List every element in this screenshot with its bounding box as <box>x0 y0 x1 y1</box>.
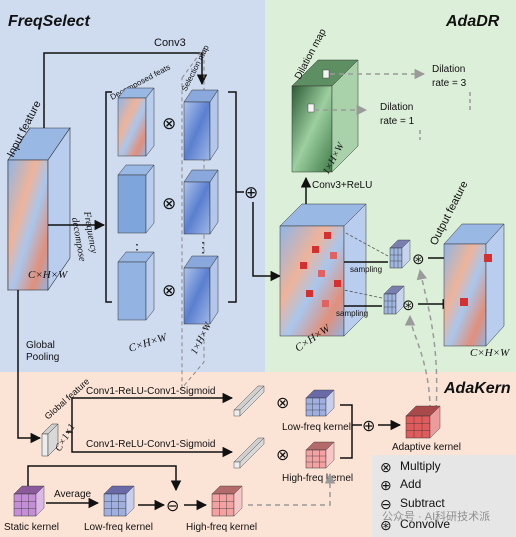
legend-subtract-symbol: ⊖ <box>380 496 392 512</box>
selection-map-3 <box>183 255 219 325</box>
low-freq-kernel-label-2: Low-freq kernel <box>84 522 153 533</box>
legend-multiply-label: Multiply <box>400 459 441 473</box>
decomposed-feat-2 <box>117 164 155 234</box>
freqselect-output-path <box>252 202 282 282</box>
conv3-path <box>43 52 208 128</box>
input-chw-label: C×H×W <box>28 269 68 281</box>
global-pooling-label-2: Pooling <box>26 352 59 363</box>
decomposed-feat-3 <box>117 251 155 321</box>
input-feature-block <box>7 127 71 291</box>
high-freq-kernel-top <box>305 441 335 469</box>
high-freq-kernel-label-2: High-freq kernel <box>186 522 257 533</box>
adakern-title: AdaKern <box>443 380 511 397</box>
sum-bracket <box>228 91 237 303</box>
selection-map-frame <box>181 46 205 390</box>
sampling-grid-1 <box>389 239 411 269</box>
adaptive-kernel-label: Adaptive kernel <box>392 442 461 453</box>
dilation-map-block <box>291 59 359 173</box>
conv-seq-2-label: Conv1-ReLU-Conv1-Sigmoid <box>86 439 216 450</box>
conv3-relu-label: Conv3+ReLU <box>312 180 372 191</box>
multiply-symbol-3: ⊗ <box>162 281 176 300</box>
watermark: 公众号 · AI科研技术派 <box>382 509 490 523</box>
center-feature-block <box>279 203 367 337</box>
global-pooling-path <box>17 290 42 444</box>
legend-convolve-symbol: ⊛ <box>380 517 392 533</box>
decomposed-feat-1 <box>117 87 155 157</box>
legend-convolve-label: Convolve <box>400 517 450 531</box>
sampling-2-label: sampling <box>336 309 368 318</box>
static-kernel <box>13 485 45 517</box>
multiply-symbol-1: ⊗ <box>162 114 176 133</box>
conv3-top-label: Conv3 <box>154 37 186 49</box>
legend-add-symbol: ⊕ <box>380 477 392 493</box>
sampling-grid-2 <box>383 285 405 315</box>
convolve-symbol-2: ⊛ <box>402 297 415 314</box>
selection-map-1 <box>183 89 219 161</box>
output-feature-block <box>443 223 505 347</box>
multiply-symbol-2: ⊗ <box>162 194 176 213</box>
convolve-symbol-1: ⊛ <box>412 251 425 268</box>
global-pooling-label-1: Global <box>26 340 55 351</box>
multiply-symbol-kern-1: ⊗ <box>276 395 289 412</box>
adaptive-kernel <box>405 405 441 439</box>
global-feature-block <box>41 423 59 457</box>
decomp-bracket <box>105 91 112 303</box>
dilation-rate-3-line2: rate = 3 <box>432 78 467 89</box>
freqselect-title: FreqSelect <box>8 13 90 30</box>
static-kernel-label: Static kernel <box>4 522 59 533</box>
attention-vector-1 <box>233 385 265 417</box>
subtract-symbol: ⊖ <box>166 498 179 515</box>
low-freq-kernel-bottom <box>103 485 135 517</box>
high-freq-kernel-bottom <box>211 485 243 517</box>
dilation-rate-3-line1: Dilation <box>432 64 465 75</box>
sampling-1-label: sampling <box>350 265 382 274</box>
legend-add-label: Add <box>400 477 421 491</box>
conv-seq-1-label: Conv1-ReLU-Conv1-Sigmoid <box>86 386 216 397</box>
multiply-symbol-kern-2: ⊗ <box>276 447 289 464</box>
dilation-rate-1-line1: Dilation <box>380 102 413 113</box>
legend-box <box>372 455 516 537</box>
low-freq-kernel-label-1: Low-freq kernel <box>282 422 351 433</box>
legend-multiply-symbol: ⊗ <box>380 459 392 475</box>
low-freq-kernel-top <box>305 389 335 417</box>
adadr-title: AdaDR <box>445 13 500 30</box>
attention-vector-2 <box>233 437 265 469</box>
output-chw-label: C×H×W <box>470 347 510 359</box>
add-symbol-freqselect: ⊕ <box>244 183 258 202</box>
high-freq-kernel-label-1: High-freq kernel <box>282 473 353 484</box>
average-label: Average <box>54 489 92 500</box>
selection-dots: ⋮ <box>196 239 210 255</box>
dilation-rate-1-line2: rate = 1 <box>380 116 415 127</box>
selection-map-2 <box>183 169 219 235</box>
add-symbol-kern: ⊕ <box>362 418 375 435</box>
legend-subtract-label: Subtract <box>400 496 445 510</box>
